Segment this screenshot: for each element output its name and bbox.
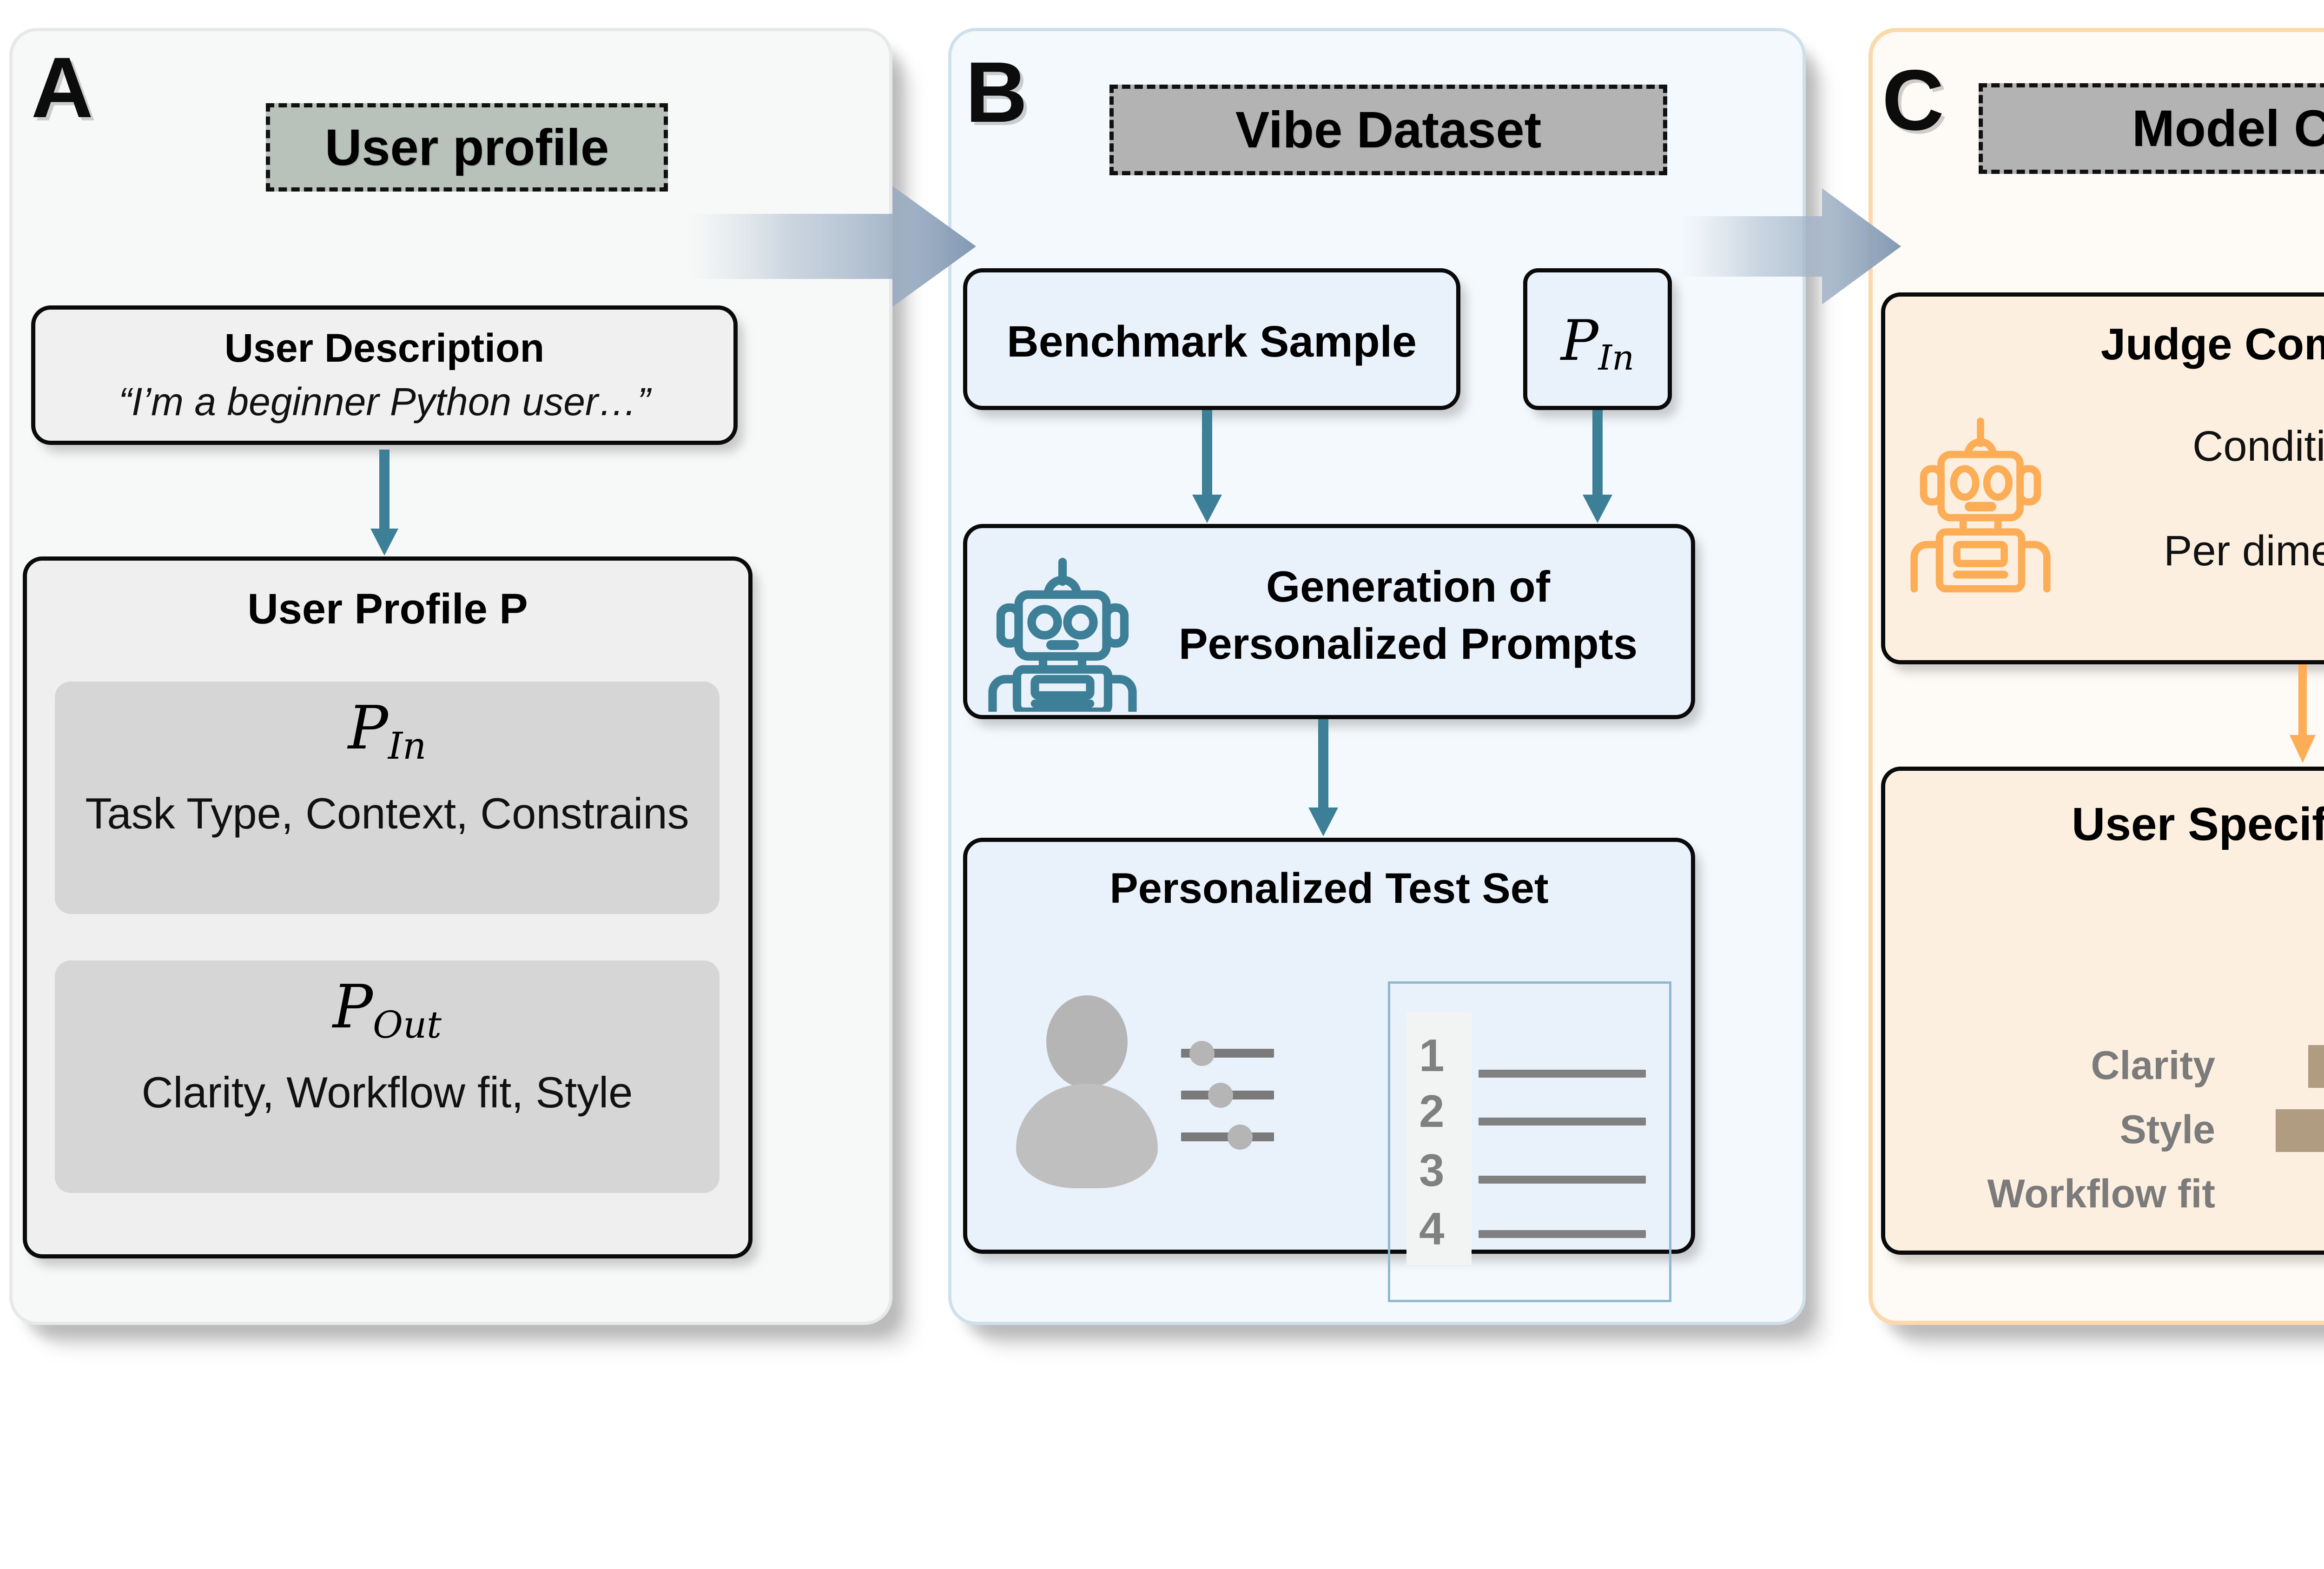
benchmark-sample-label: Benchmark Sample [1007,317,1417,366]
judge-heading: Judge Comparison [2100,319,2324,369]
score-row-label: Workflow fit [1987,1172,2215,1216]
slider-knob-1[interactable] [1189,1041,1215,1066]
judge-dimension-label: Per dimension in: [2164,527,2324,575]
robot-icon [1910,417,2051,593]
user-description-quote: “I’m a beginner Python user…” [119,380,650,424]
judge-dimension-row: Per dimension in: POut [2071,517,2324,582]
test-set-document: 1 2 3 4 [1388,981,1671,1302]
p-out-symbol: POut [332,973,442,1047]
panel-model-comparison: C Model Comparison Judge Comparison [1868,28,2324,1325]
scores-heading: User Specific Scores [2072,798,2324,850]
benchmark-sample-card: Benchmark Sample [963,268,1460,410]
test-set-heading: Personalized Test Set [1109,865,1549,912]
p-in-symbol: PIn [348,694,427,768]
panel-a-badge: A [31,40,93,136]
score-row-label: Clarity [2091,1043,2215,1088]
p-in-items: Task Type, Context, Constrains [85,789,689,838]
panel-a-title-chip: User profile [266,103,668,192]
score-bar-a-style [2276,1109,2324,1152]
judge-comparison-card: Judge Comparison [1881,292,2324,664]
generation-line2: Personalized Prompts [1178,619,1638,668]
generation-line1: Generation of [1266,562,1551,611]
judge-conditioned-row: Conditioned on: PIn [2071,413,2324,477]
list-item-number: 4 [1419,1203,1445,1254]
arrow-right-b-to-c-icon [1678,188,1901,305]
arrow-down-generation-to-testset-icon [1308,719,1338,836]
personalized-test-set-card: Personalized Test Set 1 2 3 4 [963,838,1695,1302]
list-item-line [1479,1070,1646,1078]
arrow-right-a-to-b-icon [688,186,976,307]
arrow-down-desc-to-profile-icon [370,450,398,556]
user-description-card: User Description “I’m a beginner Python … [31,305,738,445]
slider-knob-3[interactable] [1228,1125,1253,1150]
user-profile-heading: User Profile P [247,585,528,633]
judge-conditioned-label: Conditioned on: [2192,423,2324,470]
panel-b-badge: B [965,45,1028,140]
user-description-heading: User Description [224,326,545,371]
user-icon-head [1046,995,1128,1088]
user-specific-scores-card: User Specific Scores A B Clarity [1881,767,2324,1255]
list-item-line [1479,1176,1646,1184]
panel-vibe-dataset: B Vibe Dataset Benchmark Sample PIn [948,28,1806,1325]
panel-c-title-chip: Model Comparison [1979,83,2324,174]
score-row-label: Style [2119,1107,2215,1152]
list-item-number: 3 [1419,1145,1445,1196]
p-in-symbol: PIn [1560,309,1635,378]
list-item-number: 1 [1419,1030,1445,1081]
p-out-items: Clarity, Workflow fit, Style [141,1068,633,1117]
user-icon-body [1016,1084,1158,1188]
robot-icon [988,557,1137,712]
arrow-down-judge-to-scores-icon [2290,664,2316,763]
user-profile-card: User Profile P PIn Task Type, Context, C… [23,556,753,1258]
panel-c-badge: C [1882,53,1944,148]
generation-card: Generation of Personalized Prompts [963,524,1695,719]
p-out-box: POut Clarity, Workflow fit, Style [55,960,720,1193]
p-in-box: PIn Task Type, Context, Constrains [55,682,720,914]
score-bar-a-clarity [2308,1045,2324,1088]
panel-b-title-chip: Vibe Dataset [1109,85,1667,175]
document-number-stripe [1406,1012,1472,1265]
p-in-card: PIn [1523,268,1672,410]
arrow-down-sample-to-generation-icon [1192,410,1222,523]
list-item-line [1479,1118,1646,1125]
list-item-line [1479,1230,1646,1238]
arrow-down-pin-to-generation-icon [1583,410,1612,523]
list-item-number: 2 [1419,1086,1445,1137]
slider-knob-2[interactable] [1208,1083,1233,1108]
